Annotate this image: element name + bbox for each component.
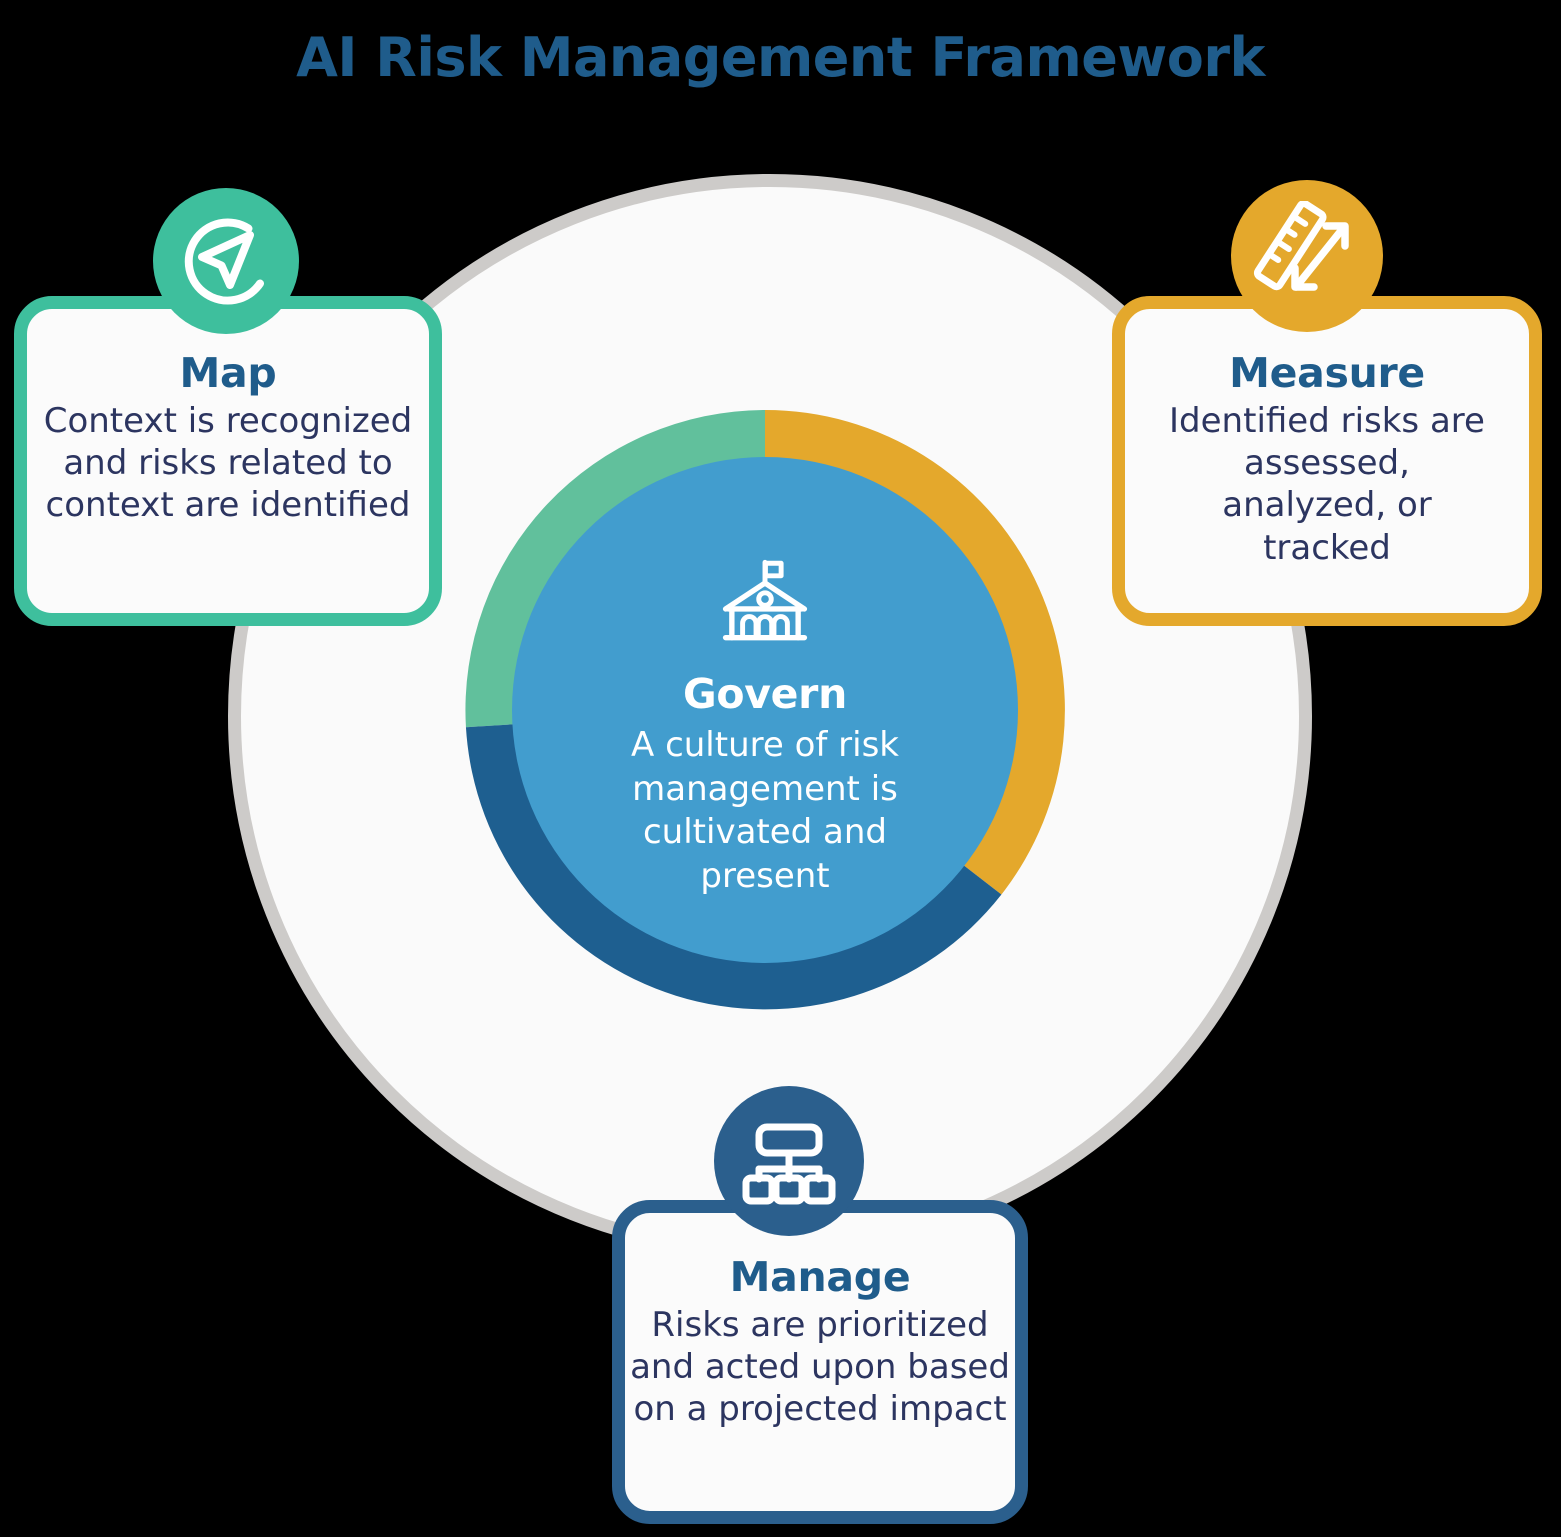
- card-manage-badge: [714, 1086, 864, 1236]
- card-measure[interactable]: Measure Identified risks are assessed, a…: [1112, 296, 1542, 626]
- card-manage-description: Risks are prioritized and acted upon bas…: [630, 1305, 1010, 1430]
- org-chart-icon: [742, 1123, 836, 1205]
- card-manage-title: Manage: [729, 1253, 911, 1301]
- card-map[interactable]: Map Context is recognized and risks rela…: [14, 296, 442, 626]
- card-measure-badge: [1231, 180, 1383, 332]
- govern-donut-group: Govern A culture of risk management is c…: [457, 402, 1073, 1018]
- ring-segment-measure: [765, 410, 1065, 895]
- government-building-icon: [722, 559, 808, 641]
- navigation-arrow-icon: [184, 218, 264, 305]
- ring-segment-map: [465, 410, 765, 728]
- card-map-title: Map: [179, 349, 277, 397]
- govern-center: Govern A culture of risk management is c…: [512, 457, 1018, 963]
- page-title: AI Risk Management Framework: [296, 26, 1265, 89]
- govern-title: Govern: [683, 670, 847, 718]
- card-map-description: Context is recognized and risks related …: [43, 401, 413, 526]
- ruler-arrow-icon: [1253, 201, 1349, 291]
- card-measure-description: Identified risks are assessed, analyzed,…: [1169, 401, 1485, 568]
- govern-description: A culture of risk management is cultivat…: [631, 725, 899, 896]
- card-map-badge: [153, 188, 299, 334]
- card-manage[interactable]: Manage Risks are prioritized and acted u…: [612, 1200, 1028, 1524]
- card-measure-title: Measure: [1229, 349, 1425, 397]
